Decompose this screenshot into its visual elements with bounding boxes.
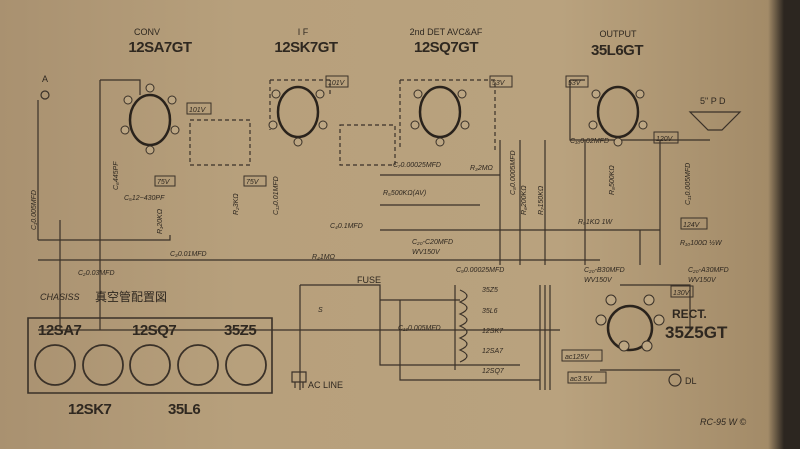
dial-lamp-label: DL xyxy=(685,376,697,386)
svg-text:R₈500KΩ: R₈500KΩ xyxy=(609,165,616,195)
tube-socket-conv xyxy=(120,83,180,155)
layout-top-2: 12SQ7 xyxy=(132,322,176,339)
svg-text:C₅12~430PF: C₅12~430PF xyxy=(124,195,165,202)
svg-text:12SK7: 12SK7 xyxy=(482,328,504,335)
tube-layout-circles xyxy=(34,344,267,386)
svg-text:101V: 101V xyxy=(189,107,207,114)
svg-text:124V: 124V xyxy=(683,222,701,229)
wiring xyxy=(37,79,710,390)
svg-text:C₃0.01MFD: C₃0.01MFD xyxy=(170,251,207,258)
layout-bottom-2: 35L6 xyxy=(168,401,200,418)
svg-text:C₂₀-B30MFD: C₂₀-B30MFD xyxy=(584,267,625,274)
svg-text:C₁₀0.02MFD: C₁₀0.02MFD xyxy=(570,138,609,145)
switch-label[interactable]: S xyxy=(318,307,323,314)
antenna-label: A xyxy=(42,74,48,84)
voltage-labels: 101V 101V 53V 53V 120V 124V 130V 75V 75V… xyxy=(154,75,708,384)
plug-icon xyxy=(291,371,307,388)
model-number: RC-95 W © xyxy=(700,417,747,427)
tube-type-output: 35L6GT xyxy=(591,42,643,59)
svg-text:C₁₂0.01MFD: C₁₂0.01MFD xyxy=(273,176,280,215)
svg-text:R₁20KΩ: R₁20KΩ xyxy=(157,208,164,234)
tube-socket-rect xyxy=(595,294,665,352)
svg-text:53V: 53V xyxy=(568,80,582,87)
tube-role-rect: RECT. xyxy=(672,307,707,321)
svg-text:R₄1MΩ: R₄1MΩ xyxy=(312,254,336,261)
svg-text:75V: 75V xyxy=(246,179,260,186)
svg-text:C₆445PF: C₆445PF xyxy=(113,161,120,190)
tube-role-conv: CONV xyxy=(134,27,160,37)
tube-type-if: 12SK7GT xyxy=(274,39,338,56)
tube-role-if: I F xyxy=(298,27,309,37)
svg-text:53V: 53V xyxy=(492,80,506,87)
svg-text:35Z5: 35Z5 xyxy=(482,287,498,294)
svg-text:C₂₀-C20MFD: C₂₀-C20MFD xyxy=(412,239,453,246)
svg-text:R₁₀100Ω ½W: R₁₀100Ω ½W xyxy=(680,239,723,247)
layout-title-jp: 真空管配置図 xyxy=(95,289,167,304)
tube-type-rect: 35Z5GT xyxy=(665,323,728,342)
svg-text:C₁₃0.005MFD: C₁₃0.005MFD xyxy=(398,325,441,332)
antenna-terminal-icon xyxy=(40,90,50,100)
speaker-label: 5" P D xyxy=(700,96,726,106)
fuse-label: FUSE xyxy=(357,275,381,285)
tube-role-output: OUTPUT xyxy=(600,29,638,39)
svg-text:WV150V: WV150V xyxy=(412,249,441,256)
svg-text:WV150V: WV150V xyxy=(688,277,717,284)
tube-type-conv: 12SA7GT xyxy=(128,39,192,56)
layout-top-1: 12SA7 xyxy=(38,322,82,339)
svg-text:101V: 101V xyxy=(328,80,346,87)
tube-layout-box xyxy=(27,317,273,394)
svg-text:C₁₁0.005MFD: C₁₁0.005MFD xyxy=(685,163,692,205)
heater-labels: 35Z5 35L6 12SK7 12SA7 12SQ7 xyxy=(482,287,505,375)
layout-top-3: 35Z5 xyxy=(224,322,256,339)
speaker-icon xyxy=(688,111,742,131)
tube-socket-if xyxy=(268,85,328,147)
svg-text:35L6: 35L6 xyxy=(482,308,498,315)
svg-text:WV150V: WV150V xyxy=(584,277,613,284)
chassis-label: CHASISS xyxy=(40,292,80,302)
svg-text:C₇0.00025MFD: C₇0.00025MFD xyxy=(393,162,441,169)
tube-socket-output xyxy=(588,85,648,147)
svg-text:130V: 130V xyxy=(673,290,691,297)
svg-text:R₅500KΩ(AV): R₅500KΩ(AV) xyxy=(383,190,426,197)
svg-text:C₉0.00025MFD: C₉0.00025MFD xyxy=(456,267,504,274)
svg-text:C₁0.005MFD: C₁0.005MFD xyxy=(31,190,38,230)
svg-text:R₃2MΩ: R₃2MΩ xyxy=(470,165,494,172)
svg-text:120V: 120V xyxy=(656,136,674,143)
tube-role-det: 2nd DET AVC&AF xyxy=(410,27,483,37)
svg-text:R₆200KΩ: R₆200KΩ xyxy=(521,185,528,215)
svg-text:C₂₀-A30MFD: C₂₀-A30MFD xyxy=(688,267,729,274)
tube-socket-det xyxy=(410,85,470,147)
component-labels: C₁0.005MFD C₂0.03MFD C₃0.01MFD C₄0.1MFD … xyxy=(31,138,729,332)
svg-text:C₈0.0005MFD: C₈0.0005MFD xyxy=(510,150,517,195)
svg-text:R₇150KΩ: R₇150KΩ xyxy=(538,185,545,215)
ac-line-label: AC LINE xyxy=(308,380,343,390)
svg-text:75V: 75V xyxy=(157,179,171,186)
svg-text:ac3.5V: ac3.5V xyxy=(570,376,593,383)
svg-text:ac125V: ac125V xyxy=(565,354,590,361)
svg-text:C₄0.1MFD: C₄0.1MFD xyxy=(330,223,363,230)
svg-text:R₉1KΩ 1W: R₉1KΩ 1W xyxy=(578,219,614,226)
svg-text:12SQ7: 12SQ7 xyxy=(482,368,505,375)
layout-bottom-1: 12SK7 xyxy=(68,401,112,418)
svg-text:12SA7: 12SA7 xyxy=(482,348,504,355)
svg-text:R₂3KΩ: R₂3KΩ xyxy=(233,193,240,215)
tube-type-det: 12SQ7GT xyxy=(414,39,478,56)
dial-lamp-icon xyxy=(668,373,682,387)
svg-text:C₂0.03MFD: C₂0.03MFD xyxy=(78,270,115,277)
